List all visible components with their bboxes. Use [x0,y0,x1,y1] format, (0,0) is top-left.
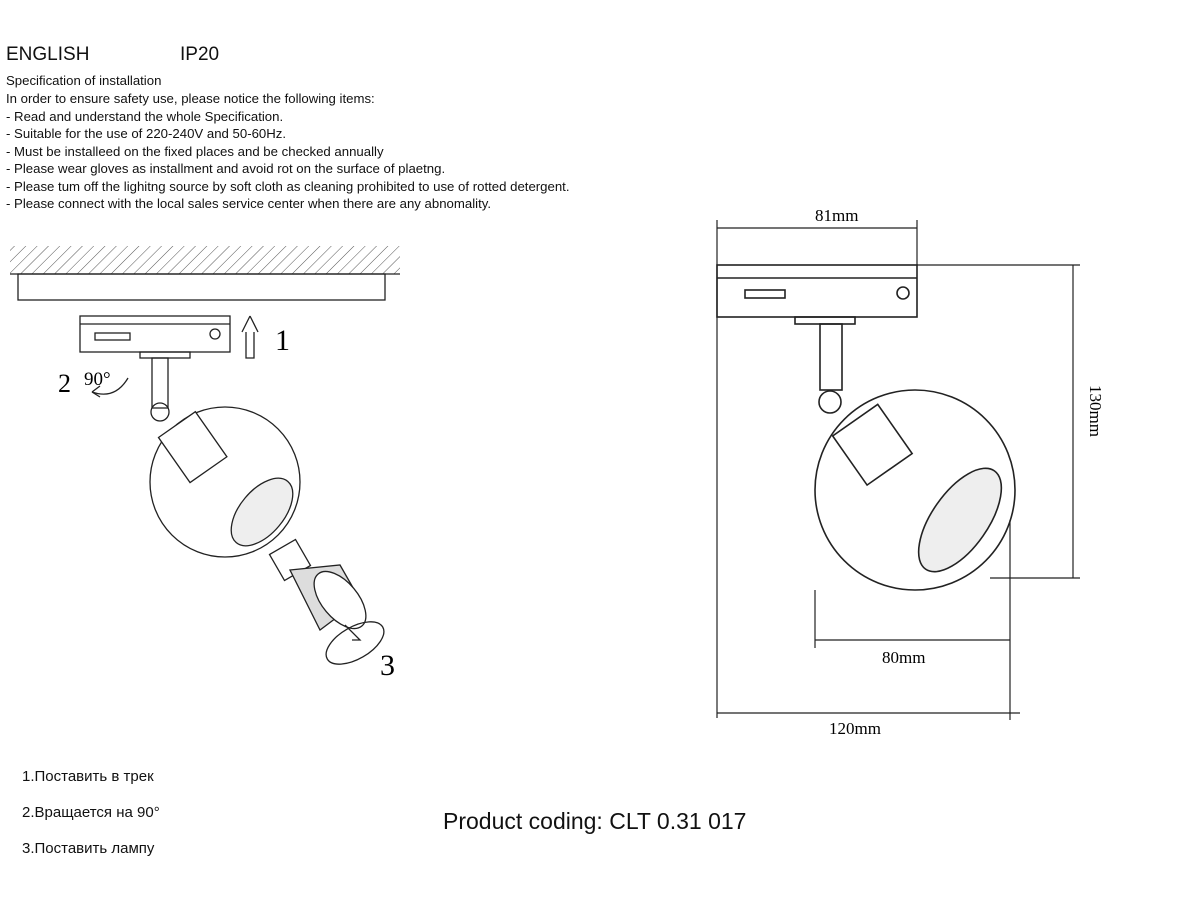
dim-total-width: 120mm [829,719,881,738]
spec-intro: In order to ensure safety use, please no… [6,91,375,106]
spec-item: - Please connect with the local sales se… [6,196,492,211]
track-adapter [716,264,918,325]
angle-label: 90° [84,369,111,390]
step-ru: 1.Поставить в трек [22,768,154,785]
rotate-90-icon [91,377,129,398]
spec-item: - Suitable for the use of 220-240V and 5… [6,126,287,141]
track-adapter [79,315,231,359]
spec-item: - Must be installeed on the fixed places… [6,143,384,159]
spec-item: - Please wear gloves as installment and … [6,161,446,176]
track-rail [17,273,386,301]
spec-title: Specification of installation [6,73,162,88]
step-1-number: 1 [275,324,290,357]
spec-item: - Read and understand the whole Specific… [6,108,284,124]
spec-item: - Please tum off the lighitng source by … [6,178,570,194]
language-label: ENGLISH [6,44,90,65]
dim-height: 130mm [1086,385,1105,437]
step-3-number: 3 [380,649,395,682]
step-ru: 2.Вращается на 90° [22,804,160,821]
dimension-drawing [716,220,1080,720]
ceiling-hatch [10,246,400,274]
rotate-arrow-icon [325,621,385,665]
ip-rating: IP20 [180,44,220,65]
step-2-number: 2 [58,369,71,398]
gu10-bulb [268,538,367,631]
arrow-up-icon [241,315,259,359]
stem [151,357,169,409]
product-coding: Product coding: CLT 0.31 017 [443,808,747,834]
step-ru: 3.Поставить лампу [22,840,155,857]
dim-track-width: 81mm [815,206,858,225]
dim-sphere-diameter: 80mm [882,648,925,667]
installation-diagram [10,246,400,665]
